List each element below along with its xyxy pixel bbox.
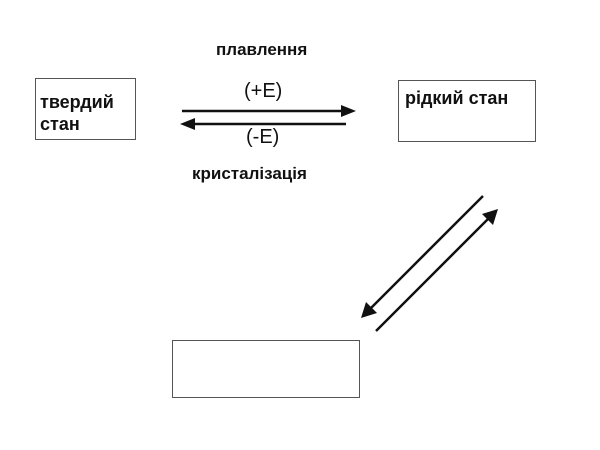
diagonal-arrow-down xyxy=(361,195,484,318)
melting-label: плавлення xyxy=(216,40,308,59)
melting-energy-label: (+E) xyxy=(244,80,283,102)
crystallization-label: кристалізація xyxy=(192,164,307,183)
diagonal-arrow-up xyxy=(375,209,498,332)
solid-state-label: твердий стан xyxy=(40,92,114,134)
melting-arrow xyxy=(182,105,356,117)
crystallization-arrow xyxy=(180,118,346,130)
solid-state-box: твердий стан xyxy=(35,78,136,140)
empty-state-box xyxy=(172,340,360,398)
crystallization-energy-label: (-E) xyxy=(246,126,280,148)
liquid-state-box: рідкий стан xyxy=(398,80,536,142)
liquid-state-label: рідкий стан xyxy=(405,88,509,108)
